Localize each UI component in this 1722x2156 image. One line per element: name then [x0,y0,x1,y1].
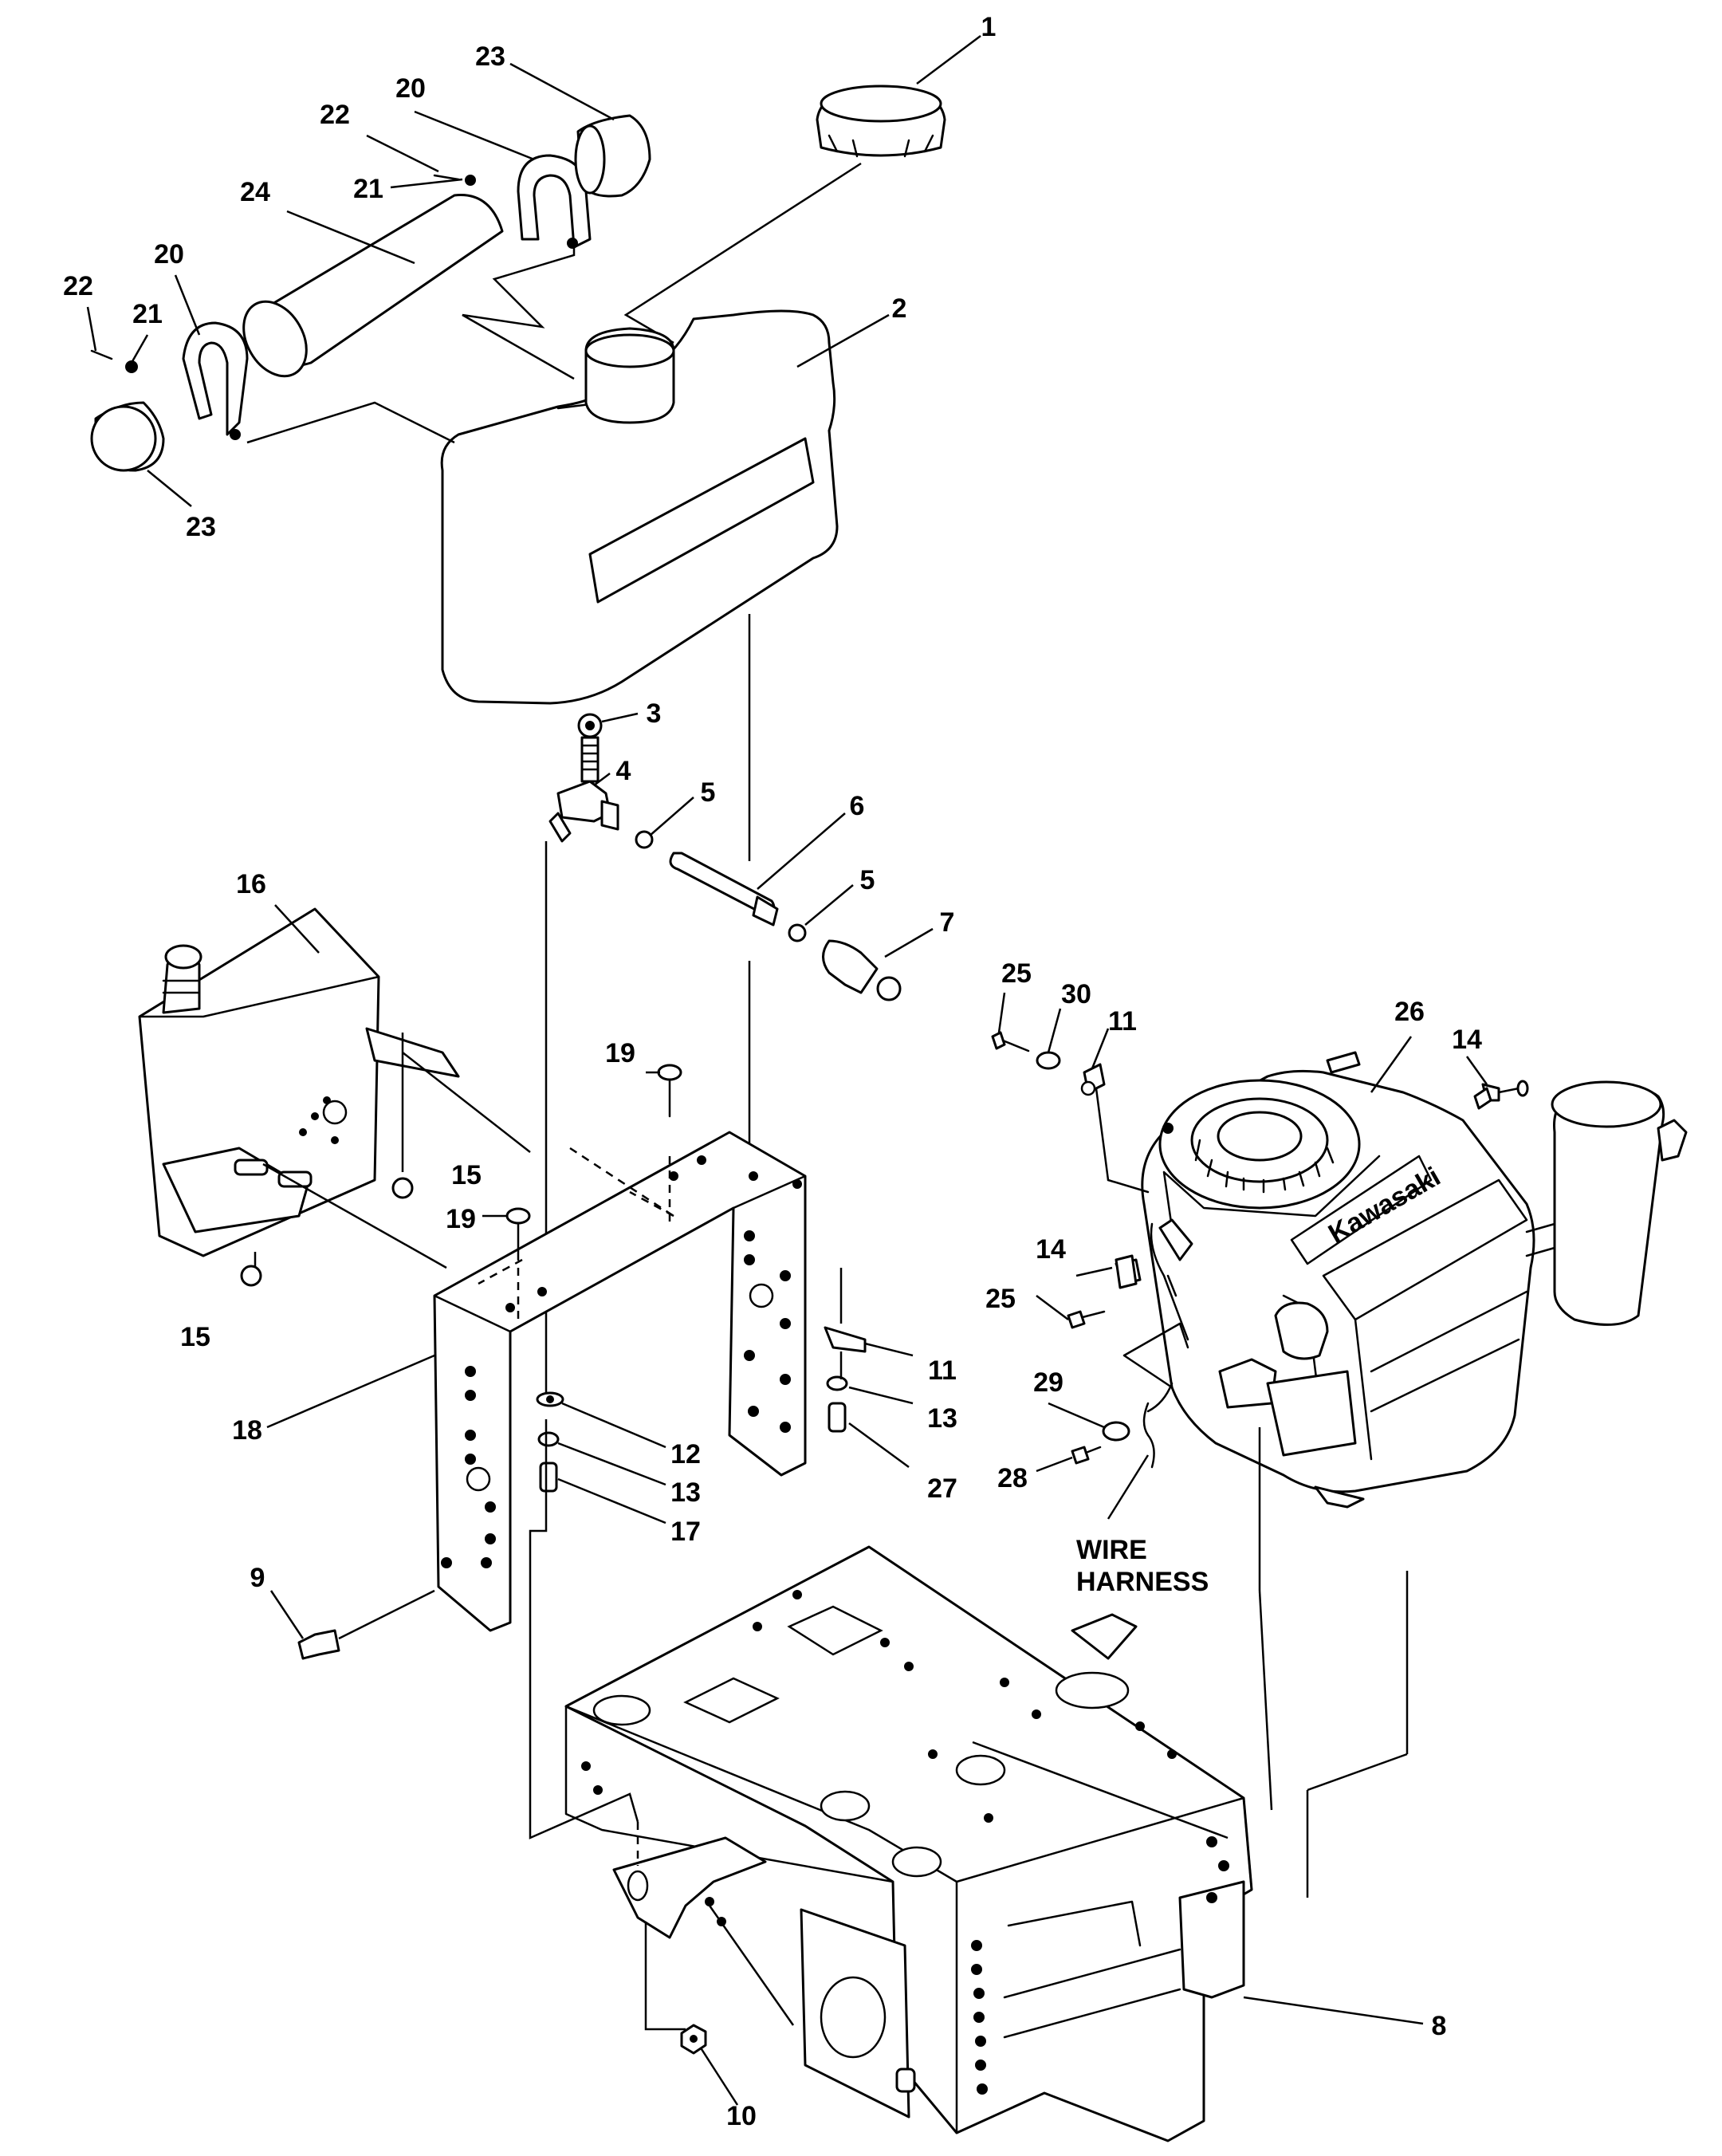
callout-15a: 15 [451,1160,482,1190]
callout-21a: 21 [353,174,383,204]
callout-2: 2 [892,293,907,324]
callout-26: 26 [1394,997,1425,1027]
callout-14a: 14 [1036,1234,1066,1265]
fuel-box-bracket [138,907,460,1257]
callout-labels: 1 2 3 4 5 5 6 7 8 9 10 11 11 12 13 13 14… [63,12,1482,2131]
air-cleaner [1525,1080,1688,1326]
callout-10: 10 [726,2101,757,2131]
callout-20b: 20 [154,239,184,270]
callout-11a: 11 [1108,1006,1137,1037]
wire-harness-label-line2: HARNESS [1076,1567,1209,1597]
wire-harness-clip [1071,1322,1181,1469]
callout-27: 27 [927,1473,957,1504]
callout-6: 6 [850,791,865,821]
nut-10 [680,2024,707,2055]
bracket-hardware [505,1064,867,1493]
engine: Kawasaki [1141,1051,1535,1509]
callout-21b: 21 [132,299,163,329]
engine-hardware [991,1031,1529,1329]
fuel-tank [440,309,839,705]
callout-15b: 15 [180,1322,210,1352]
callout-1: 1 [981,12,997,42]
callout-13a: 13 [670,1477,701,1508]
tank-mount-bracket [433,1131,807,1632]
callout-12: 12 [670,1439,701,1469]
callout-19a: 19 [605,1038,635,1068]
callout-25a: 25 [1001,958,1032,989]
callout-9: 9 [250,1563,265,1593]
callout-5a: 5 [701,777,716,808]
bolt-9 [297,1629,340,1660]
callout-11b: 11 [928,1355,957,1386]
callout-22b: 22 [63,271,93,301]
exhaust-cover-assembly [90,114,651,472]
callout-18: 18 [232,1415,262,1446]
callout-20a: 20 [395,73,426,104]
callout-4: 4 [616,756,631,786]
callout-23a: 23 [475,41,505,72]
callout-17: 17 [670,1517,701,1547]
callout-23b: 23 [186,512,216,542]
callout-22a: 22 [320,100,350,130]
callout-24: 24 [240,177,270,207]
fuel-valve-assembly [548,713,902,1001]
callout-5b: 5 [860,865,875,895]
callout-29: 29 [1033,1367,1063,1398]
callout-3: 3 [647,698,662,729]
callout-30: 30 [1061,979,1091,1009]
callout-25b: 25 [985,1284,1016,1314]
wire-harness-label-line1: WIRE [1076,1535,1147,1565]
callout-28: 28 [997,1463,1028,1493]
frame [564,1545,1253,2142]
callout-13b: 13 [927,1403,957,1434]
fuel-cap [816,85,946,158]
callout-14b: 14 [1452,1025,1482,1055]
callout-19b: 19 [446,1204,476,1234]
callout-7: 7 [940,907,955,938]
callout-16: 16 [236,869,266,899]
callout-8: 8 [1432,2011,1447,2041]
